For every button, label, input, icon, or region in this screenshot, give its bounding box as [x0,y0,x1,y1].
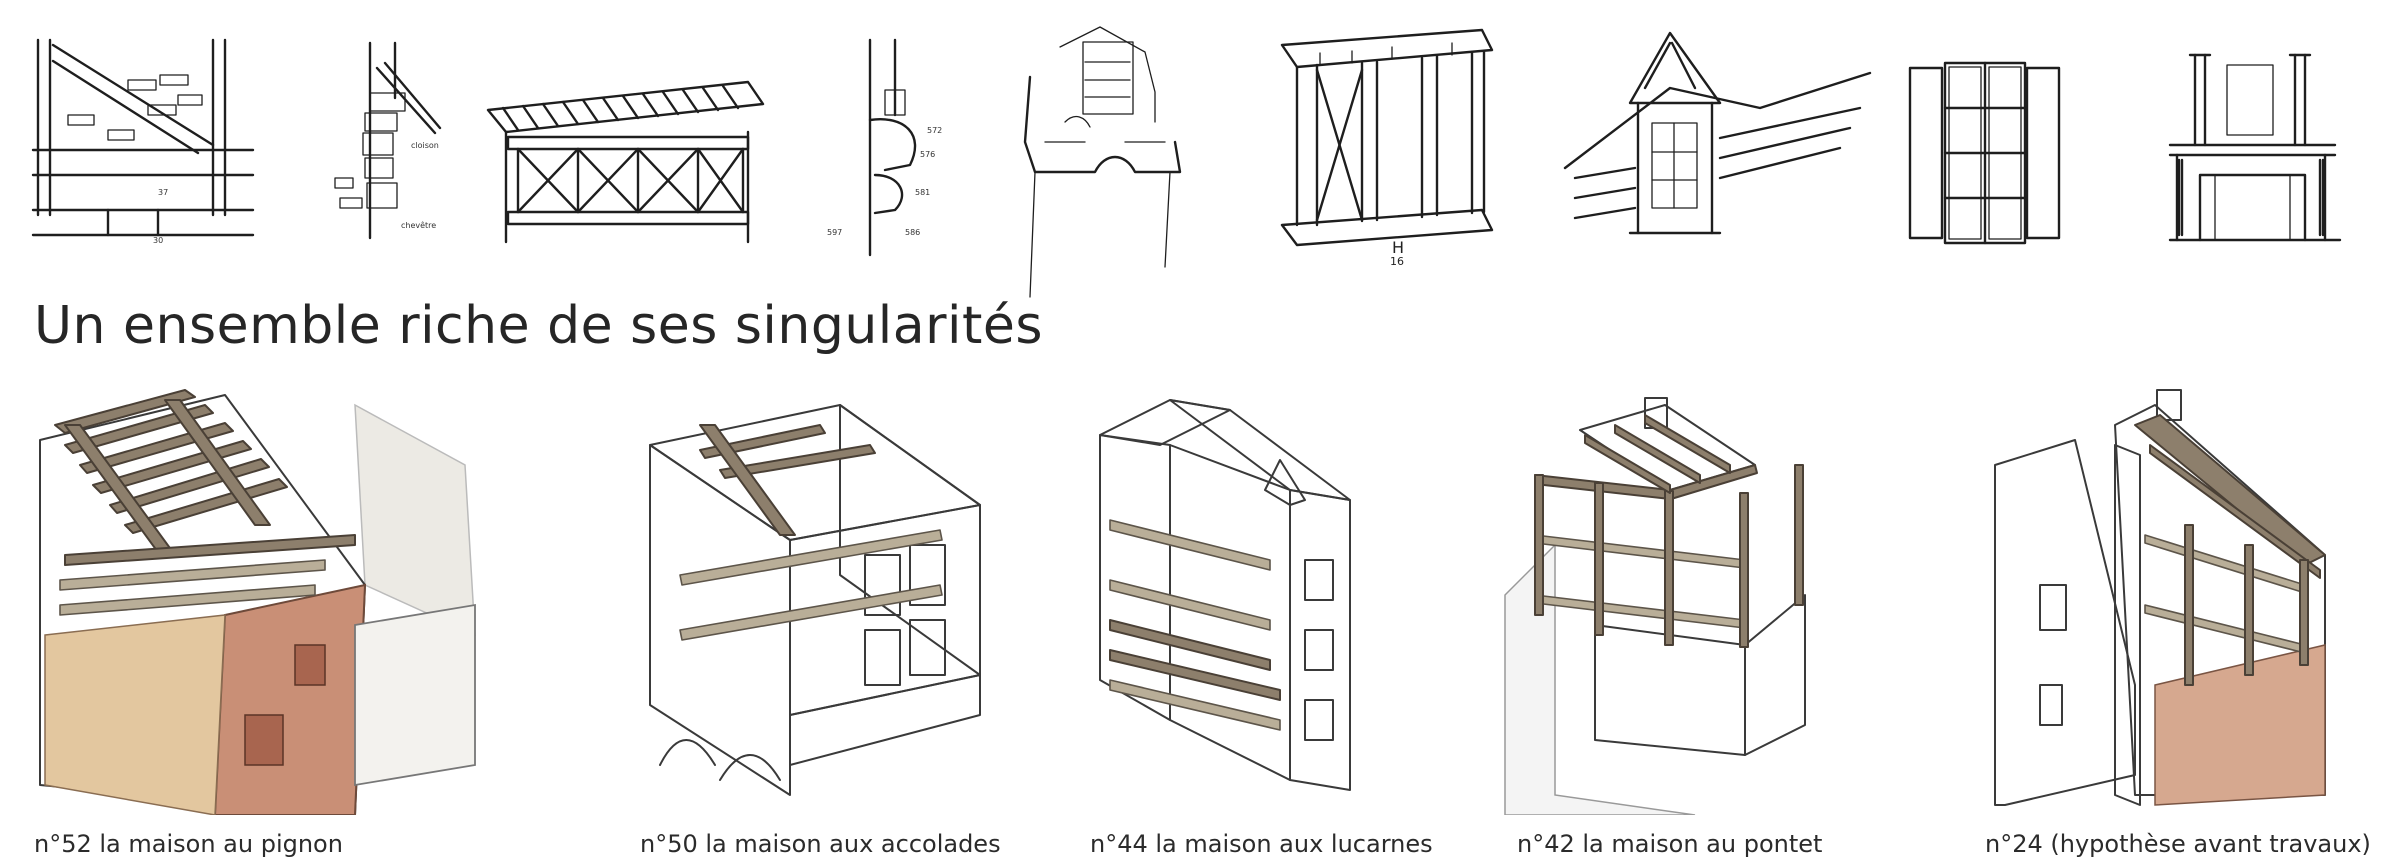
sketch-dormer [1563,31,1872,235]
svg-text:572: 572 [927,126,942,135]
drawing-house-52 [25,385,495,815]
sketch-carved-lintel [1023,26,1182,298]
sketch-timber-gallery [486,80,765,244]
svg-text:chevêtre: chevêtre [401,220,436,230]
sketch-fireplace [2168,53,2342,242]
drawing-house-24 [1985,385,2355,815]
svg-text:16: 16 [1390,255,1404,265]
sketch-stone-profile: 572 576 581 586 597 [827,38,942,257]
svg-text:30: 30 [153,236,163,245]
drawing-house-44 [1090,390,1370,815]
sketch-timber-brace: 37 30 [31,38,255,245]
svg-text:586: 586 [905,228,920,237]
caption-house-24: n°24 (hypothèse avant travaux) [1985,830,2371,858]
svg-text:H: H [1392,238,1404,257]
sketch-shuttered-window [1908,61,2061,245]
drawing-house-50 [640,375,1010,815]
caption-house-42: n°42 la maison au pontet [1517,830,1823,858]
sketch-stone-corbel: cloison chevêtre [334,41,442,240]
sketch-row: 37 30 cloison chevêtre [0,0,2390,300]
sketch-cross-bracing: H 16 [1280,28,1494,265]
svg-text:576: 576 [920,150,935,159]
svg-text:581: 581 [915,188,930,197]
svg-text:597: 597 [827,228,842,237]
svg-text:37: 37 [158,188,168,197]
section-heading: Un ensemble riche de ses singularités [34,296,1043,356]
drawing-house-42 [1495,395,1835,815]
caption-house-52: n°52 la maison au pignon [34,830,343,858]
caption-house-44: n°44 la maison aux lucarnes [1090,830,1433,858]
caption-house-50: n°50 la maison aux accolades [640,830,1001,858]
svg-text:cloison: cloison [411,141,439,150]
